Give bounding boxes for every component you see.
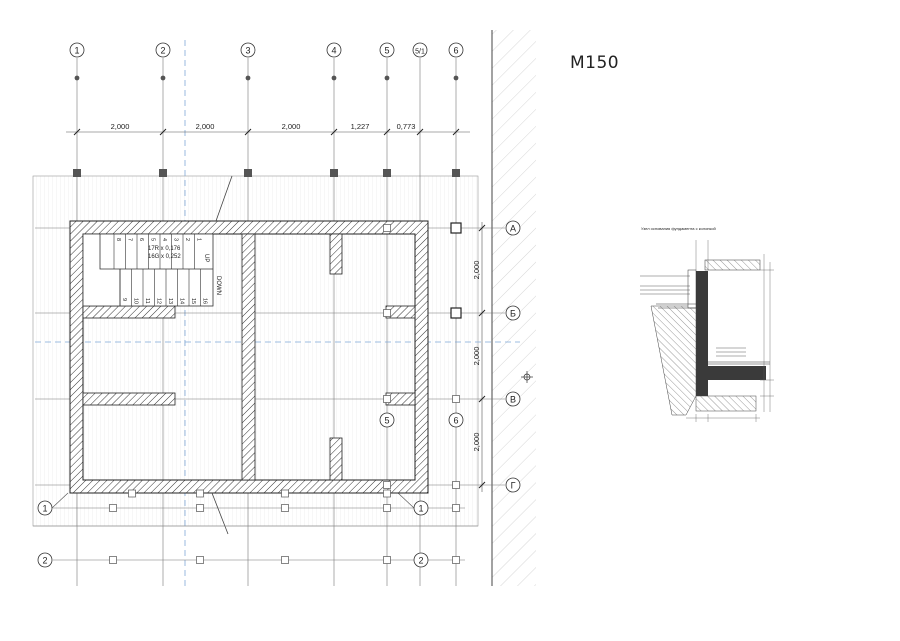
stair-up-label: UP <box>203 254 209 262</box>
axis-bubble-col: 3 <box>240 42 256 58</box>
columns <box>73 75 462 564</box>
svg-text:1: 1 <box>42 503 47 513</box>
dimension-chain-vertical: 2,000 2,000 2,000 <box>472 222 486 492</box>
inner-callout: 5 <box>379 412 395 428</box>
dimension-label: 2,000 <box>111 122 130 131</box>
axis-bubble-col: 1 <box>69 42 85 58</box>
stair-step-number: 1 <box>196 238 202 241</box>
walls <box>69 220 429 494</box>
stair-step-number: 8 <box>115 238 121 241</box>
svg-text:2: 2 <box>160 46 165 56</box>
svg-text:2: 2 <box>418 555 423 565</box>
axis-bubble-col: 6 <box>448 42 464 58</box>
axis-bubble-lower: 2 <box>413 552 429 568</box>
stair-step-number: 9 <box>121 298 127 301</box>
svg-text:В: В <box>510 394 516 404</box>
svg-text:3: 3 <box>245 46 250 56</box>
stair-tread-note: 16G x 0,252 <box>148 254 181 260</box>
axis-bubble-col: 4 <box>326 42 342 58</box>
stair-step-number: 2 <box>184 238 190 241</box>
axis-bubble-lower: 1 <box>37 500 53 516</box>
stair-riser-note: 17R x 0,176 <box>148 246 181 252</box>
svg-text:5/1: 5/1 <box>415 49 425 56</box>
svg-text:6: 6 <box>453 46 458 56</box>
axis-bubble-row: А <box>505 220 521 236</box>
stair-step-number: 11 <box>144 298 150 304</box>
axis-bubble-row: В <box>505 391 521 407</box>
dimension-label: 2,000 <box>472 261 481 280</box>
scale-title: M150 <box>570 53 620 73</box>
axis-bubble-col: 5/1 <box>412 42 428 58</box>
stair-step-number: 6 <box>138 238 144 241</box>
detail-title: Узел основания фундамента с колонкой <box>641 226 716 231</box>
axis-bubble-col: 5 <box>379 42 395 58</box>
dimension-label: 2,000 <box>472 433 481 452</box>
inner-callout: 6 <box>448 412 464 428</box>
svg-text:6: 6 <box>453 415 458 425</box>
svg-text:5: 5 <box>384 415 389 425</box>
stair: 8 7 6 5 4 3 2 1 9 10 11 12 13 14 15 16 17R x 0,176 16G… <box>82 233 221 307</box>
axis-bubble-col: 2 <box>155 42 171 58</box>
axis-bubble-row: Б <box>505 305 521 321</box>
svg-text:1: 1 <box>74 46 79 56</box>
stair-step-number: 13 <box>167 298 173 304</box>
svg-text:Б: Б <box>510 308 516 318</box>
svg-text:1: 1 <box>418 503 423 513</box>
foundation-detail: Узел основания фундамента с колонкой <box>640 226 774 422</box>
stair-step-number: 15 <box>190 298 196 304</box>
dimension-label: 2,000 <box>472 347 481 366</box>
svg-text:2: 2 <box>42 555 47 565</box>
svg-text:5: 5 <box>384 46 389 56</box>
axis-bubble-lower: 2 <box>37 552 53 568</box>
dimension-label: 0,773 <box>397 122 416 131</box>
axis-bubble-row: Г <box>505 477 521 493</box>
dimension-chain-horizontal: 2,000 2,000 2,000 1,227 0,773 <box>66 122 470 136</box>
dimension-label: 2,000 <box>196 122 215 131</box>
svg-text:4: 4 <box>331 46 336 56</box>
svg-text:Г: Г <box>511 480 516 490</box>
stair-step-number: 12 <box>156 298 162 304</box>
stair-step-number: 7 <box>127 238 133 241</box>
stair-step-number: 10 <box>133 298 139 304</box>
stair-step-number: 3 <box>173 238 179 241</box>
stair-step-number: 16 <box>202 298 208 304</box>
break-lines <box>33 175 478 535</box>
stair-step-number: 4 <box>161 238 167 241</box>
stair-down-label: DOWN <box>215 276 221 295</box>
stair-step-number: 5 <box>150 238 156 241</box>
dimension-label: 1,227 <box>351 122 370 131</box>
svg-text:А: А <box>510 223 516 233</box>
dimension-label: 2,000 <box>282 122 301 131</box>
axis-bubble-lower: 1 <box>413 500 429 516</box>
stair-step-number: 14 <box>179 298 185 304</box>
